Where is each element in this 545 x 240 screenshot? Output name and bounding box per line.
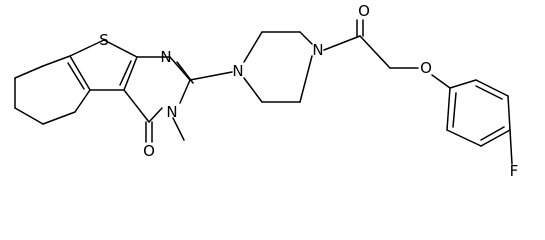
bond <box>243 31 263 63</box>
bonds <box>14 19 513 165</box>
atom-label-fluorine: F <box>510 162 519 180</box>
bond <box>189 71 233 81</box>
bond <box>69 55 91 91</box>
bond <box>74 89 91 113</box>
bond <box>148 107 163 123</box>
atom-label-n1: N <box>160 48 171 66</box>
bond <box>446 87 451 131</box>
bond <box>446 129 482 147</box>
atom-label-piperazine-n-right: N <box>312 41 323 59</box>
molecule-diagram: S N N N N O O O F <box>14 2 518 180</box>
bond <box>42 55 71 67</box>
bond <box>475 85 503 100</box>
bond <box>431 74 451 89</box>
bond <box>14 65 44 79</box>
bond <box>243 77 263 103</box>
atom-label-piperazine-n-left: N <box>232 62 243 80</box>
atom-labels: S N N N N O O O F <box>99 2 518 180</box>
bond <box>507 95 511 131</box>
atom-label-ether-oxygen: O <box>420 59 432 77</box>
bond <box>359 35 391 69</box>
bond <box>323 35 361 51</box>
atom-label-s: S <box>99 31 109 49</box>
bond <box>299 31 313 45</box>
bond <box>172 117 185 141</box>
bond <box>67 62 85 90</box>
bond <box>14 107 44 125</box>
atom-label-ketone-oxygen: O <box>358 2 370 20</box>
bond <box>509 129 513 165</box>
bond <box>103 39 138 58</box>
bond <box>42 111 76 125</box>
bond <box>449 79 477 89</box>
bond <box>480 129 511 147</box>
bond <box>69 39 105 57</box>
bond <box>119 60 132 86</box>
atom-label-n3: N <box>166 103 177 121</box>
bond <box>169 56 191 81</box>
bond <box>452 92 457 128</box>
bond <box>123 56 138 91</box>
bond <box>475 79 509 97</box>
bond <box>179 79 191 104</box>
atom-label-amide-oxygen: O <box>143 142 155 160</box>
bond <box>299 55 313 103</box>
bond <box>480 126 505 141</box>
bond <box>123 89 150 123</box>
